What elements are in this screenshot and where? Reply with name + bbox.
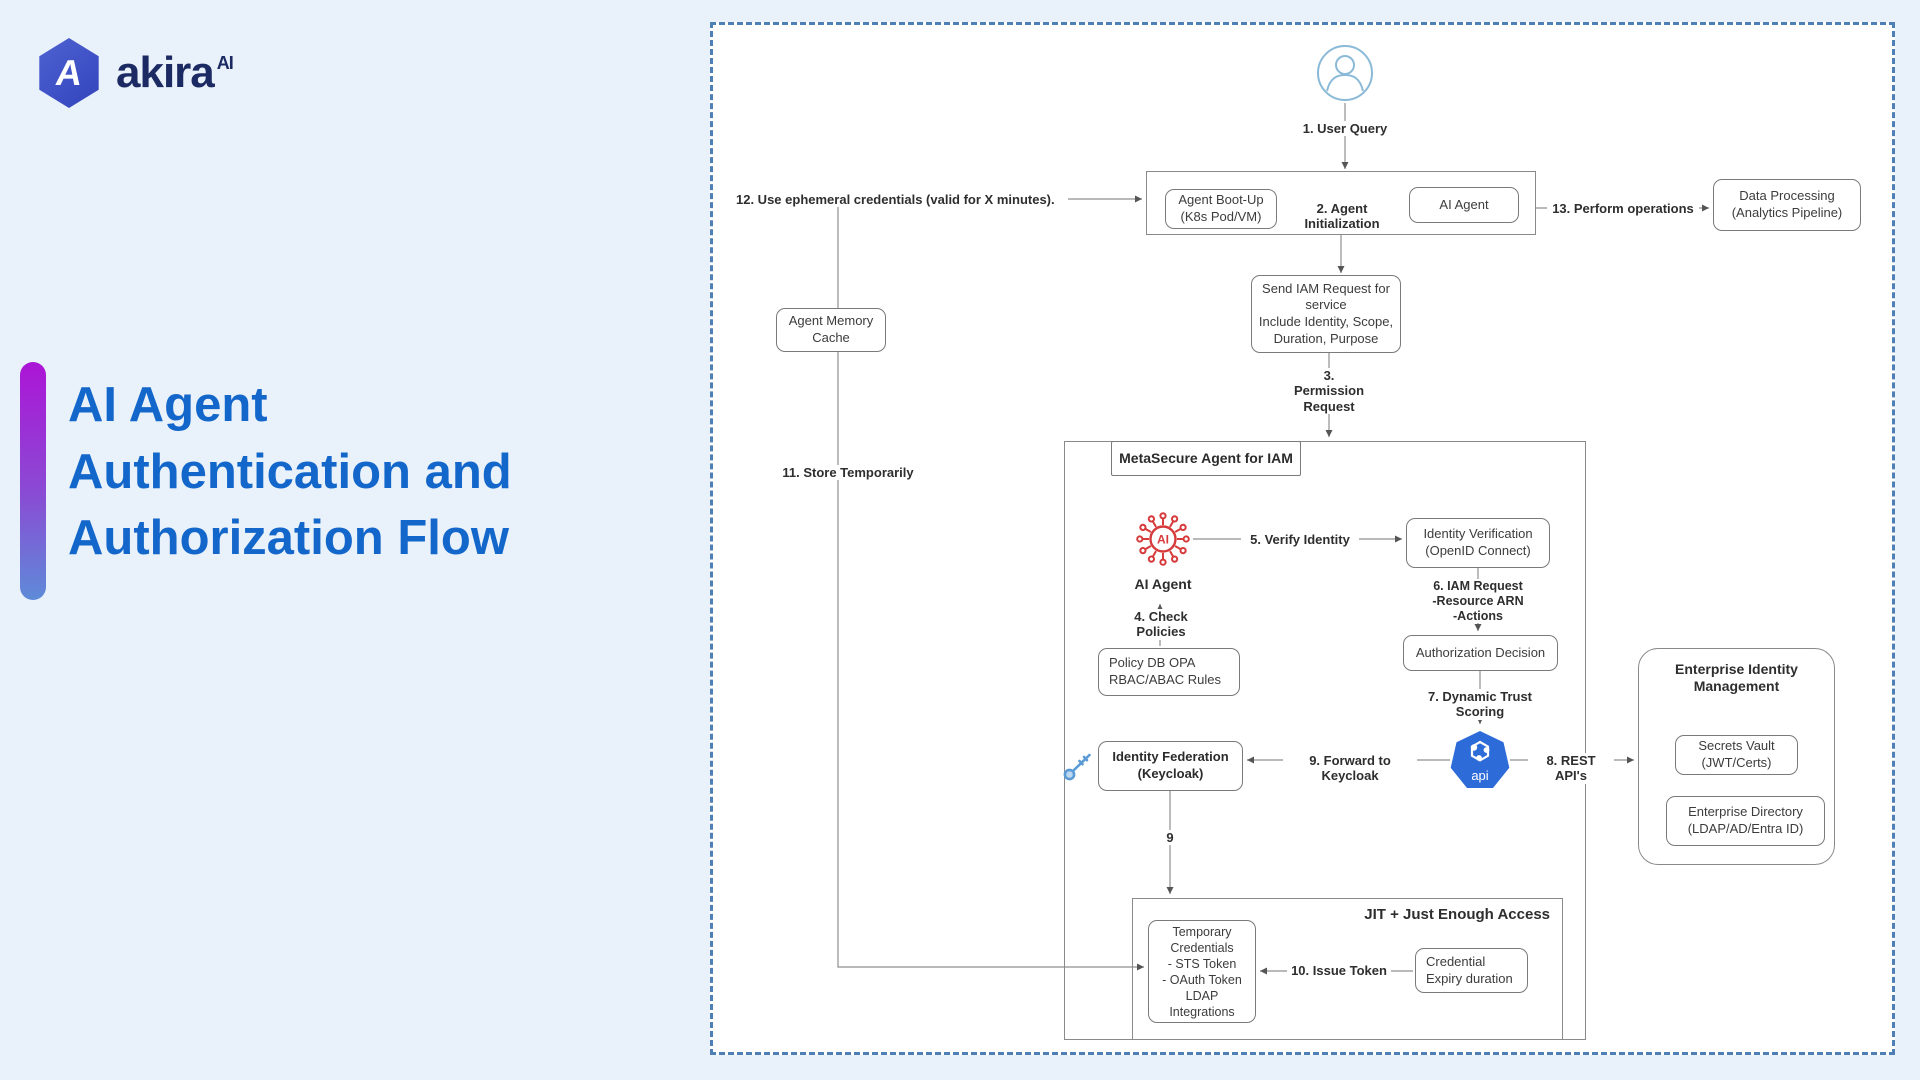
label-check-policies: 4. Check Policies — [1107, 609, 1215, 640]
ai-chip-icon: AI — [1136, 512, 1190, 566]
user-icon — [1317, 45, 1373, 101]
jit-title: JIT + Just Enough Access — [1364, 906, 1550, 923]
label-rest-apis: 8. REST API's — [1528, 753, 1614, 784]
label-agent-init: 2. Agent Initialization — [1304, 201, 1380, 232]
label-ephemeral-credentials: 12. Use ephemeral credentials (valid for… — [736, 192, 1055, 207]
data-processing-node: Data Processing (Analytics Pipeline) — [1713, 179, 1861, 231]
label-dynamic-trust-scoring: 7. Dynamic Trust Scoring — [1401, 689, 1559, 720]
label-verify-identity: 5. Verify Identity — [1241, 532, 1359, 548]
page-title-line3: Authorization Flow — [68, 511, 509, 566]
label-issue-token: 10. Issue Token — [1287, 963, 1391, 979]
policy-db-node: Policy DB OPA RBAC/ABAC Rules — [1098, 648, 1240, 696]
temporary-credentials-node: Temporary Credentials - STS Token - OAut… — [1148, 920, 1256, 1023]
credential-expiry-node: Credential Expiry duration — [1415, 948, 1528, 993]
identity-verification-node: Identity Verification (OpenID Connect) — [1406, 518, 1550, 568]
key-icon — [1063, 753, 1091, 781]
brand-suffix: AI — [216, 53, 234, 73]
label-forward-to-keycloak: 9. Forward to Keycloak — [1283, 753, 1417, 784]
brand-logo-icon: A — [39, 38, 99, 108]
identity-federation-node: Identity Federation (Keycloak) — [1098, 741, 1243, 791]
label-store-temporarily: 11. Store Temporarily — [769, 465, 927, 481]
label-ai-agent: AI Agent — [1134, 576, 1192, 592]
jit-container — [1132, 898, 1563, 1040]
metasecure-title: MetaSecure Agent for IAM — [1111, 441, 1301, 476]
agent-memory-cache-node: Agent Memory Cache — [776, 308, 886, 352]
api-hexagon-label: api — [1471, 768, 1488, 783]
diagram-panel: 1. User Query Agent Boot-Up (K8s Pod/VM)… — [710, 22, 1895, 1055]
label-user-query: 1. User Query — [1285, 121, 1405, 137]
api-hexagon-icon: api — [1450, 731, 1510, 788]
label-iam-request: 6. IAM Request -Resource ARN -Actions — [1426, 579, 1530, 624]
agent-bootup-node: Agent Boot-Up (K8s Pod/VM) — [1165, 189, 1277, 229]
secrets-vault-node: Secrets Vault (JWT/Certs) — [1675, 735, 1798, 775]
brand-logo-letter: A — [53, 52, 85, 93]
page-title-line2: Authentication and — [68, 444, 512, 499]
label-perform-operations: 13. Perform operations — [1547, 201, 1699, 217]
svg-text:AI: AI — [1157, 533, 1169, 547]
enterprise-directory-node: Enterprise Directory (LDAP/AD/Entra ID) — [1666, 796, 1825, 846]
label-permission-request: 3. Permission Request — [1289, 368, 1369, 414]
ai-agent-node: AI Agent — [1409, 187, 1519, 223]
page-title-line1: AI Agent — [68, 378, 268, 432]
send-iam-request-node: Send IAM Request for service Include Ide… — [1251, 275, 1401, 353]
page-title: AI Agent Authentication and Authorizatio… — [68, 372, 512, 572]
enterprise-identity-title: Enterprise Identity Management — [1675, 661, 1798, 694]
title-gradient-bar — [20, 362, 46, 600]
label-step-nine: 9 — [1161, 830, 1179, 846]
authorization-decision-node: Authorization Decision — [1403, 635, 1558, 671]
brand-name-text: akira — [116, 48, 215, 97]
